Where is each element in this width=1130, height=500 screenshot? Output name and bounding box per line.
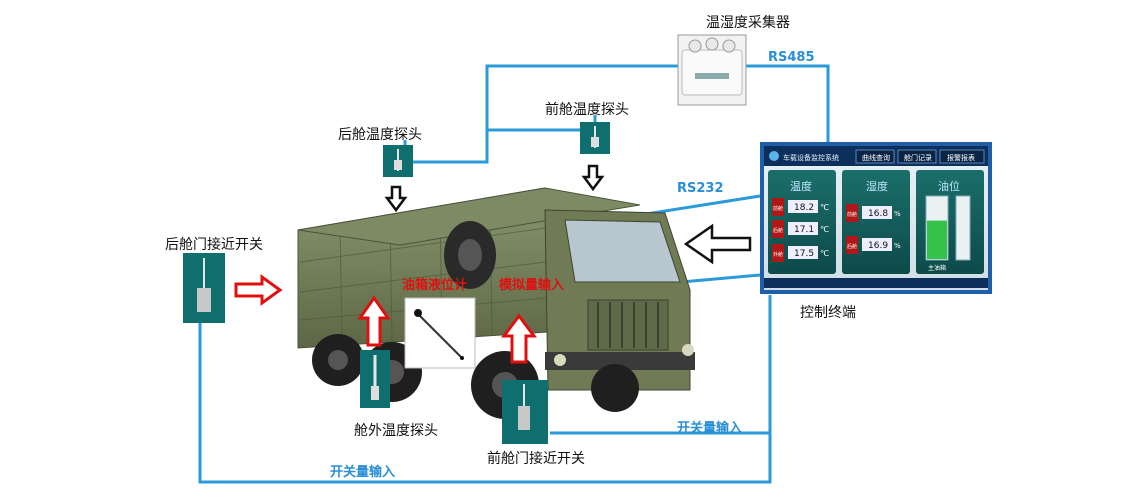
temp-row-label: 前舱 — [773, 205, 783, 212]
red-arrows — [234, 274, 537, 364]
temp-row-label: 外舱 — [773, 251, 783, 258]
temp-row-value: 17.1 — [794, 225, 814, 235]
terminal-tabs: 曲线查询 舱门记录 报警报表 — [855, 149, 985, 164]
terminal-tab-1[interactable]: 曲线查询 — [862, 153, 890, 162]
rear-temp-probe-device — [383, 145, 413, 177]
label-analog-input: 模拟量输入 — [499, 278, 565, 293]
control-terminal: 车载设备监控系统 曲线查询 舱门记录 报警报表 温度 前舱 18.2 ℃ 后舱 … — [760, 142, 992, 294]
front-temp-probe-device — [580, 122, 610, 154]
terminal-header-title: 车载设备监控系统 — [783, 153, 839, 162]
arrow-up-outside — [357, 295, 391, 347]
arrow-down-rear — [384, 185, 408, 213]
label-outside-temp-probe: 舱外温度探头 — [354, 423, 438, 439]
label-rs485: RS485 — [768, 50, 815, 65]
label-rs232: RS232 — [677, 181, 724, 196]
label-oil-level-gauge: 油箱液位计 — [402, 278, 468, 293]
rear-door-switch-device — [183, 253, 225, 323]
label-front-temp-probe: 前舱温度探头 — [545, 102, 629, 118]
oil-panel-title: 油位 — [938, 179, 960, 193]
humidity-row-unit: % — [894, 242, 901, 250]
outside-temp-probe-device — [360, 350, 390, 408]
label-switch-input-right: 开关量输入 — [677, 421, 743, 436]
temp-row-unit: ℃ — [820, 225, 829, 234]
humidity-row-value: 16.9 — [868, 241, 888, 251]
humidity-row-unit: % — [894, 210, 901, 218]
humidity-row-value: 16.8 — [868, 209, 888, 219]
terminal-tab-2[interactable]: 舱门记录 — [904, 153, 932, 162]
arrow-down-front — [581, 164, 605, 192]
front-door-switch-device — [502, 380, 548, 444]
humidity-row-label: 前舱 — [847, 211, 857, 218]
temp-row-label: 后舱 — [773, 227, 783, 234]
black-arrows — [384, 164, 752, 265]
temp-row-value: 18.2 — [794, 203, 814, 213]
temp-row-unit: ℃ — [820, 249, 829, 258]
terminal-tab-3[interactable]: 报警报表 — [947, 153, 975, 162]
humidity-row-label: 后舱 — [847, 243, 857, 250]
label-front-door-switch: 前舱门接近开关 — [487, 451, 585, 467]
wire-rs485 — [745, 64, 830, 142]
truck — [297, 187, 695, 419]
arrow-right-rear-door — [234, 274, 283, 306]
wheel — [591, 364, 639, 412]
temp-row-value: 17.5 — [794, 249, 814, 259]
oil-level-gauge-device — [404, 297, 476, 369]
humidity-collector-device — [677, 34, 747, 106]
truck-windshield — [564, 219, 681, 283]
arrow-up-analog — [501, 313, 537, 364]
label-switch-input-bottom: 开关量输入 — [330, 465, 396, 480]
humidity-panel — [842, 170, 910, 274]
wire-rear-probe-to-collector — [403, 64, 678, 164]
label-humidity-collector: 温湿度采集器 — [706, 15, 790, 31]
arrow-left-terminal — [683, 223, 752, 265]
wire-rear-door — [198, 295, 772, 484]
oil-foot-label: 主油箱 — [928, 264, 946, 272]
oil-aux-gauge — [955, 195, 971, 261]
label-rear-temp-probe: 后舱温度探头 — [338, 127, 422, 143]
temp-row-unit: ℃ — [820, 203, 829, 212]
label-control-terminal: 控制终端 — [800, 305, 856, 321]
temp-panel-title: 温度 — [790, 179, 812, 193]
oil-level-fill — [927, 220, 947, 259]
label-rear-door-switch: 后舱门接近开关 — [165, 237, 263, 253]
humidity-panel-title: 湿度 — [866, 179, 888, 193]
